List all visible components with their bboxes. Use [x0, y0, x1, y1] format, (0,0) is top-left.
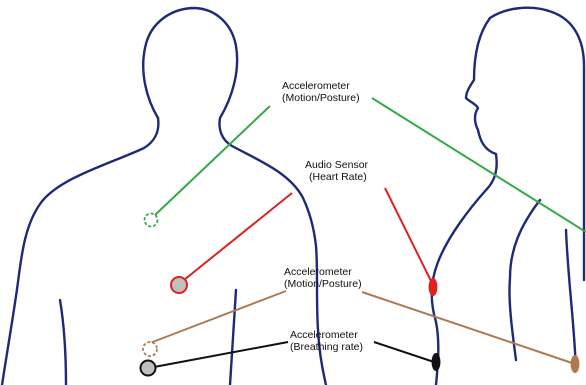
side-profile-front: [430, 16, 498, 385]
side-arm-front: [564, 228, 578, 372]
line-audio-side: [384, 187, 433, 284]
sensor-audio-front: [170, 276, 188, 294]
sensor-accel-breathing-side: [431, 353, 441, 371]
label-line1: Audio Sensor: [305, 159, 369, 171]
line-accel-motion-upper-front: [154, 105, 271, 216]
side-inner-shoulder: [508, 198, 542, 362]
label-accelerometer-breathing-rate: Accelerometer (Breathing rate): [290, 329, 363, 353]
line-accel-motion-upper-side: [371, 97, 586, 233]
line-accel-motion-lower-side: [361, 291, 573, 364]
front-head-neck-shoulders-left: [142, 6, 328, 385]
label-line2: (Breathing rate): [290, 341, 363, 353]
sensor-accel-breathing-front: [139, 359, 157, 377]
front-sensors: [139, 212, 188, 377]
label-line2: (Motion/Posture): [284, 278, 362, 290]
sensor-audio-side: [428, 278, 438, 296]
label-accelerometer-motion-posture-upper: Accelerometer (Motion/Posture): [282, 80, 360, 104]
front-left-armpit: [58, 298, 68, 385]
side-profile-back: [488, 6, 586, 282]
side-body-outline: [430, 6, 586, 385]
line-accel-breathing-front: [153, 341, 289, 368]
leader-lines: [149, 97, 586, 368]
front-body-outline: [0, 6, 328, 385]
label-accelerometer-motion-posture-lower: Accelerometer (Motion/Posture): [284, 266, 362, 290]
line-accel-breathing-side: [373, 341, 435, 363]
label-line2: (Motion/Posture): [282, 92, 360, 104]
label-line2: (Heart Rate): [309, 171, 367, 183]
sensor-accel-motion-lower-front: [142, 341, 158, 357]
label-line1: Accelerometer: [284, 266, 352, 278]
sensor-accel-motion-lower-side: [570, 355, 580, 373]
front-left-side: [0, 116, 160, 385]
sensor-accel-motion-upper-front: [143, 212, 159, 228]
side-sensors: [428, 278, 580, 373]
label-line1: Accelerometer: [282, 80, 350, 92]
front-right-armpit: [228, 288, 238, 385]
line-accel-motion-lower-front: [149, 290, 287, 344]
label-audio-sensor: Audio Sensor (Heart Rate): [305, 159, 368, 183]
line-audio-front: [183, 192, 293, 281]
label-line1: Accelerometer: [290, 329, 358, 341]
